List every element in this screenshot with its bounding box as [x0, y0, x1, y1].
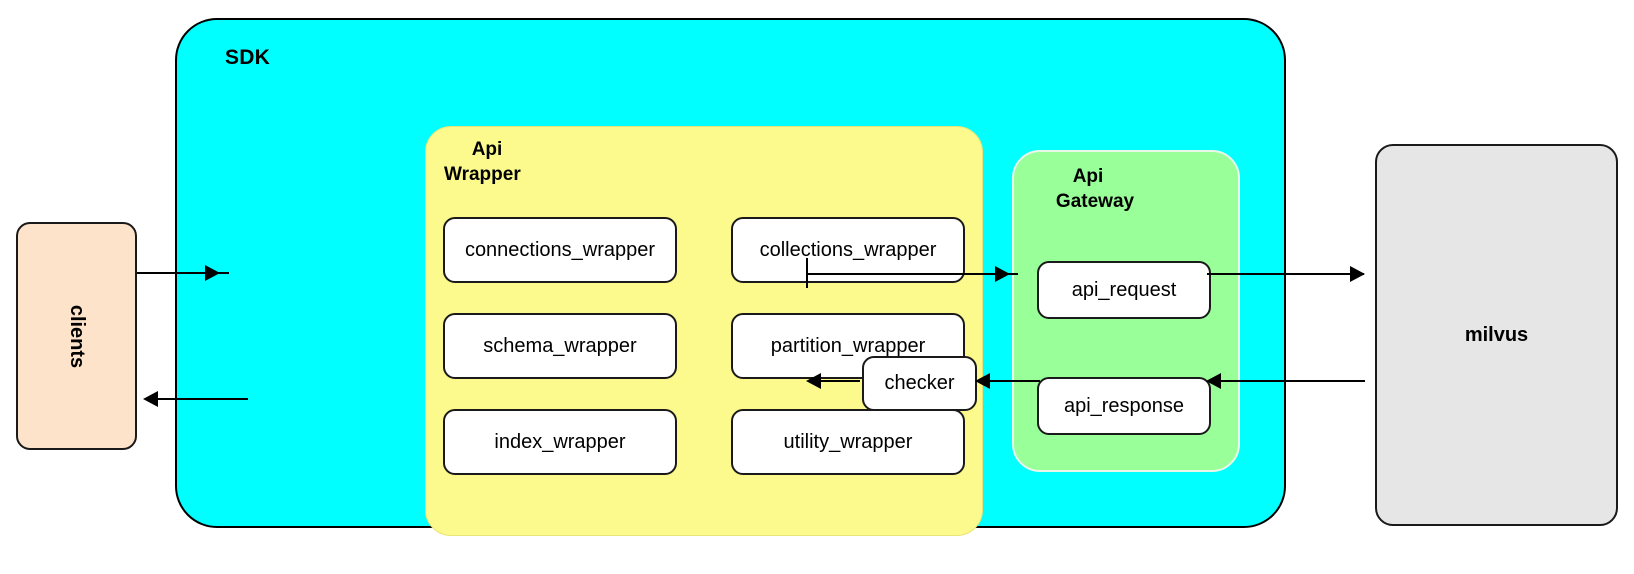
cell-label: collections_wrapper: [759, 238, 937, 261]
cell-label: connections_wrapper: [464, 238, 656, 261]
cell-api-request[interactable]: api_request: [1037, 261, 1211, 319]
cell-label: index_wrapper: [494, 430, 626, 453]
cell-utility-wrapper[interactable]: utility_wrapper: [731, 409, 965, 475]
api-gateway-label: Api Gateway: [1028, 164, 1228, 214]
cell-label: schema_wrapper: [483, 334, 637, 357]
api-wrapper-label-line2: Wrapper: [444, 164, 521, 185]
api-gateway-container[interactable]: Api Gateway api_request api_response: [1012, 150, 1240, 472]
cell-label: partition_wrapper: [770, 334, 926, 357]
clients-label: clients: [65, 304, 88, 368]
api-wrapper-label: Api Wrapper: [444, 137, 594, 187]
cell-connections-wrapper[interactable]: connections_wrapper: [443, 217, 677, 283]
sdk-container[interactable]: SDK Api Wrapper connections_wrapper coll…: [175, 18, 1286, 536]
api-gateway-label-line1: Api: [1072, 166, 1104, 187]
api-wrapper-container[interactable]: Api Wrapper connections_wrapper collecti…: [425, 126, 983, 536]
cell-label: utility_wrapper: [783, 430, 913, 453]
cell-label: api_request: [1071, 278, 1177, 301]
cell-schema-wrapper[interactable]: schema_wrapper: [443, 313, 677, 379]
cell-api-response[interactable]: api_response: [1037, 377, 1211, 435]
checker-label: checker: [884, 372, 955, 394]
api-wrapper-label-line1: Api: [471, 139, 503, 160]
cell-index-wrapper[interactable]: index_wrapper: [443, 409, 677, 475]
milvus-label: milvus: [1464, 323, 1529, 346]
clients-box[interactable]: clients: [16, 222, 137, 450]
cell-collections-wrapper[interactable]: collections_wrapper: [731, 217, 965, 283]
cell-label: api_response: [1063, 394, 1185, 417]
cell-partition-wrapper[interactable]: partition_wrapper: [731, 313, 965, 379]
api-gateway-label-line2: Gateway: [1055, 191, 1135, 212]
checker-box[interactable]: checker: [862, 356, 977, 411]
milvus-box[interactable]: milvus: [1375, 144, 1618, 526]
sdk-label: SDK: [225, 46, 270, 69]
